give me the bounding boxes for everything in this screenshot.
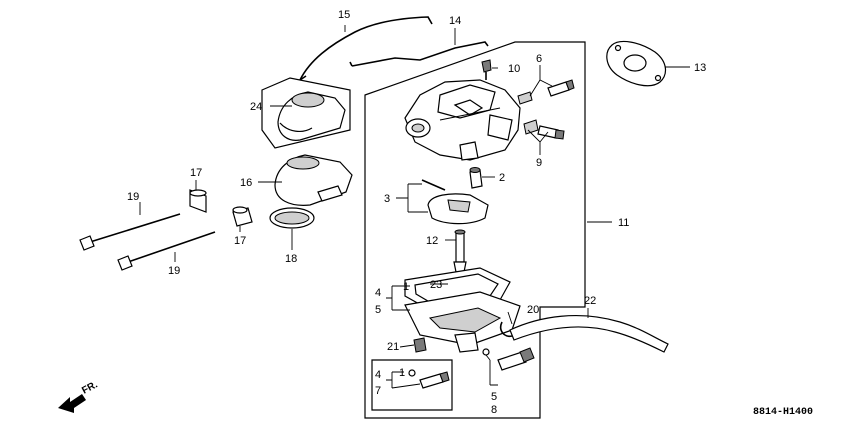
pilot-screw-set xyxy=(517,79,575,105)
callout-8: 8 xyxy=(491,404,497,416)
callout-1-lower: 1 xyxy=(399,367,405,379)
drain-tube xyxy=(509,314,669,353)
callout-5-upper: 5 xyxy=(375,304,381,316)
callout-11: 11 xyxy=(618,217,629,229)
leader-lines xyxy=(139,25,690,389)
float-pin xyxy=(421,179,446,191)
float xyxy=(427,193,489,225)
callout-labels: 15 14 13 24 16 10 6 9 2 3 12 11 17 17 18… xyxy=(127,9,706,416)
callout-14: 14 xyxy=(449,15,461,27)
drain-screw xyxy=(413,337,427,353)
callout-21: 21 xyxy=(387,341,399,353)
callout-9: 9 xyxy=(536,157,542,169)
callout-6: 6 xyxy=(536,53,542,65)
fuel-fitting xyxy=(469,167,483,189)
insulator-gasket xyxy=(606,40,666,87)
spacer-pipe-upper xyxy=(189,189,207,213)
float-chamber xyxy=(404,291,521,353)
mounting-bolt-lower xyxy=(117,231,216,271)
callout-16: 16 xyxy=(240,177,252,189)
float-chamber-screw-set xyxy=(371,359,453,411)
hose-clamp xyxy=(499,321,513,338)
callout-4-lower: 4 xyxy=(375,369,381,381)
callout-23: 23 xyxy=(430,279,442,291)
throttle-stop-screw xyxy=(481,59,492,80)
front-direction-arrow: FR. xyxy=(58,379,100,413)
main-nozzle xyxy=(453,229,467,273)
callout-5-lower: 5 xyxy=(491,391,497,403)
carburetor-body xyxy=(404,79,521,161)
callout-3: 3 xyxy=(384,193,390,205)
spacer-pipe-lower xyxy=(232,206,253,227)
idle-screw-set xyxy=(523,119,565,140)
callout-20: 20 xyxy=(527,304,539,316)
callout-15: 15 xyxy=(338,9,350,21)
callout-1-upper: 1 xyxy=(403,281,409,293)
callout-19-upper: 19 xyxy=(127,191,139,203)
callout-19-lower: 19 xyxy=(168,265,180,277)
callout-24: 24 xyxy=(250,101,262,113)
callout-7: 7 xyxy=(375,385,381,397)
callout-4-upper: 4 xyxy=(375,287,381,299)
callout-10: 10 xyxy=(508,63,520,75)
air-cleaner-elbow-upper xyxy=(261,77,351,149)
choke-rod xyxy=(299,16,433,81)
drawing-code: 8814-H1400 xyxy=(753,407,813,418)
throttle-rod xyxy=(349,41,489,67)
callout-12: 12 xyxy=(426,235,438,247)
mounting-bolt-upper xyxy=(79,213,181,251)
callout-18: 18 xyxy=(285,253,297,265)
air-filter-element xyxy=(269,207,315,229)
drain-bolt xyxy=(482,347,535,371)
callout-22: 22 xyxy=(584,295,596,307)
air-cleaner-elbow-lower xyxy=(274,154,353,206)
callout-2: 2 xyxy=(499,172,505,184)
callout-17-upper: 17 xyxy=(190,167,202,179)
carburetor-assembly-frame xyxy=(364,41,586,419)
front-direction-label: FR. xyxy=(80,379,100,396)
callout-17-lower: 17 xyxy=(234,235,246,247)
callout-13: 13 xyxy=(694,62,706,74)
